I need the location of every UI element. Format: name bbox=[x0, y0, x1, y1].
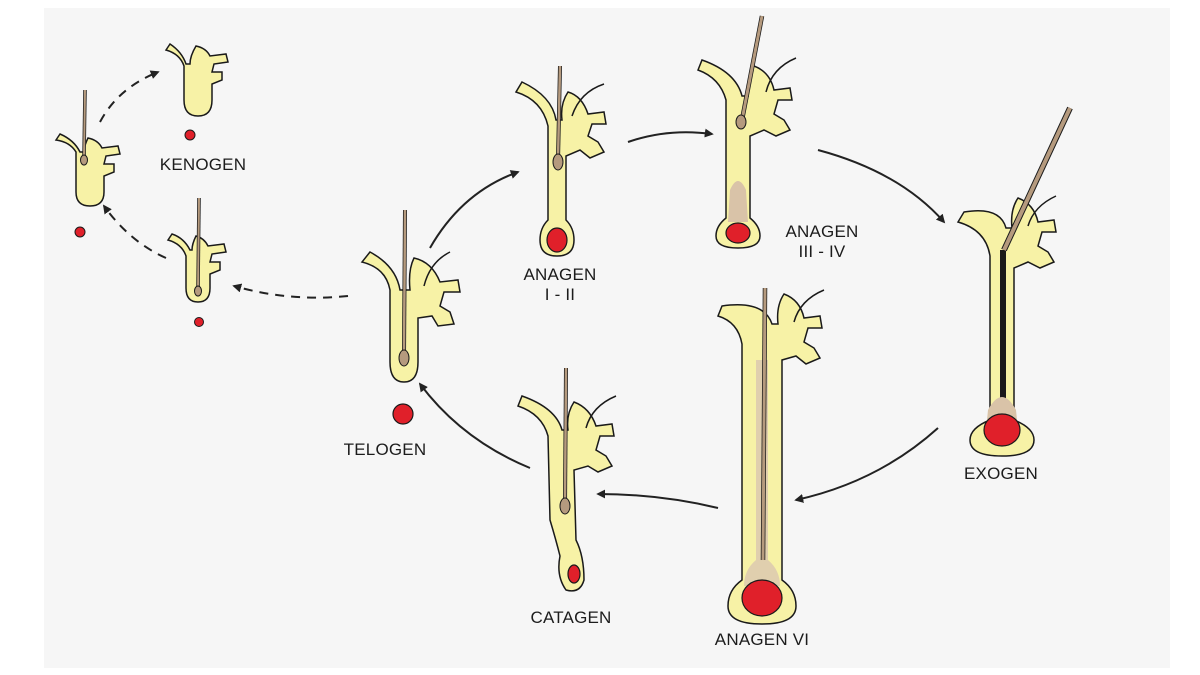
arrow-catagen-to-telogen bbox=[418, 382, 531, 469]
label-anagen-3-4-line1: ANAGEN bbox=[785, 222, 859, 241]
arrow-left-follicle-to-kenogen bbox=[99, 70, 160, 123]
label-anagen-6: ANAGEN VI bbox=[714, 630, 810, 649]
exogen-papilla bbox=[983, 413, 1021, 447]
label-anagen-3-4-line2: III - IV bbox=[798, 242, 846, 261]
hair-shaft bbox=[761, 287, 767, 561]
cycle-arrows bbox=[418, 128, 946, 509]
anagen-6-follicle bbox=[716, 287, 825, 625]
arrow-telogen-to-anagen-1-2 bbox=[429, 170, 520, 249]
label-anagen-1-2: ANAGEN I - II bbox=[510, 265, 610, 305]
hair-shaft bbox=[1002, 107, 1072, 251]
anagen-3-4-follicle bbox=[697, 15, 797, 249]
arrow-anagen-1-2-to-anagen-3-4 bbox=[627, 128, 714, 143]
arrow-small-follicle-to-left-follicle bbox=[102, 204, 167, 259]
middle-small-follicle bbox=[166, 197, 227, 327]
left-small-follicle bbox=[54, 89, 121, 238]
hair-shaft bbox=[740, 15, 764, 121]
label-anagen-1-2-line2: I - II bbox=[544, 285, 576, 304]
telogen-follicle bbox=[360, 209, 461, 425]
arrow-telogen-to-small-follicle bbox=[232, 283, 349, 299]
left-papilla bbox=[74, 226, 86, 238]
kenogen-follicle bbox=[164, 42, 229, 141]
arrow-anagen-6-to-catagen bbox=[596, 489, 719, 509]
diagram-panel bbox=[44, 8, 1170, 668]
label-kenogen: KENOGEN bbox=[159, 155, 247, 174]
anagen-6-papilla bbox=[741, 579, 783, 617]
kenogen-arrows bbox=[99, 70, 349, 299]
label-anagen-1-2-line1: ANAGEN bbox=[523, 265, 597, 284]
hair-shaft bbox=[402, 209, 407, 356]
catagen-papilla bbox=[567, 564, 581, 584]
label-catagen: CATAGEN bbox=[530, 608, 612, 627]
anagen-3-4-papilla bbox=[725, 222, 751, 244]
exogen-follicle bbox=[956, 106, 1073, 457]
label-anagen-3-4: ANAGEN III - IV bbox=[772, 222, 872, 262]
arrow-anagen-3-4-to-exogen bbox=[817, 149, 946, 224]
anagen-1-2-follicle bbox=[514, 65, 607, 257]
kenogen-papilla bbox=[184, 129, 196, 141]
catagen-follicle bbox=[517, 367, 617, 592]
telogen-papilla bbox=[392, 403, 414, 425]
hair-shaft bbox=[563, 367, 568, 505]
label-telogen: TELOGEN bbox=[343, 440, 427, 459]
hair-shaft bbox=[556, 65, 562, 161]
anagen-1-2-papilla bbox=[546, 227, 568, 253]
hair-shaft bbox=[197, 197, 200, 291]
arrow-exogen-to-anagen-6 bbox=[794, 427, 939, 503]
middle-papilla bbox=[194, 317, 204, 327]
label-exogen: EXOGEN bbox=[964, 464, 1038, 483]
